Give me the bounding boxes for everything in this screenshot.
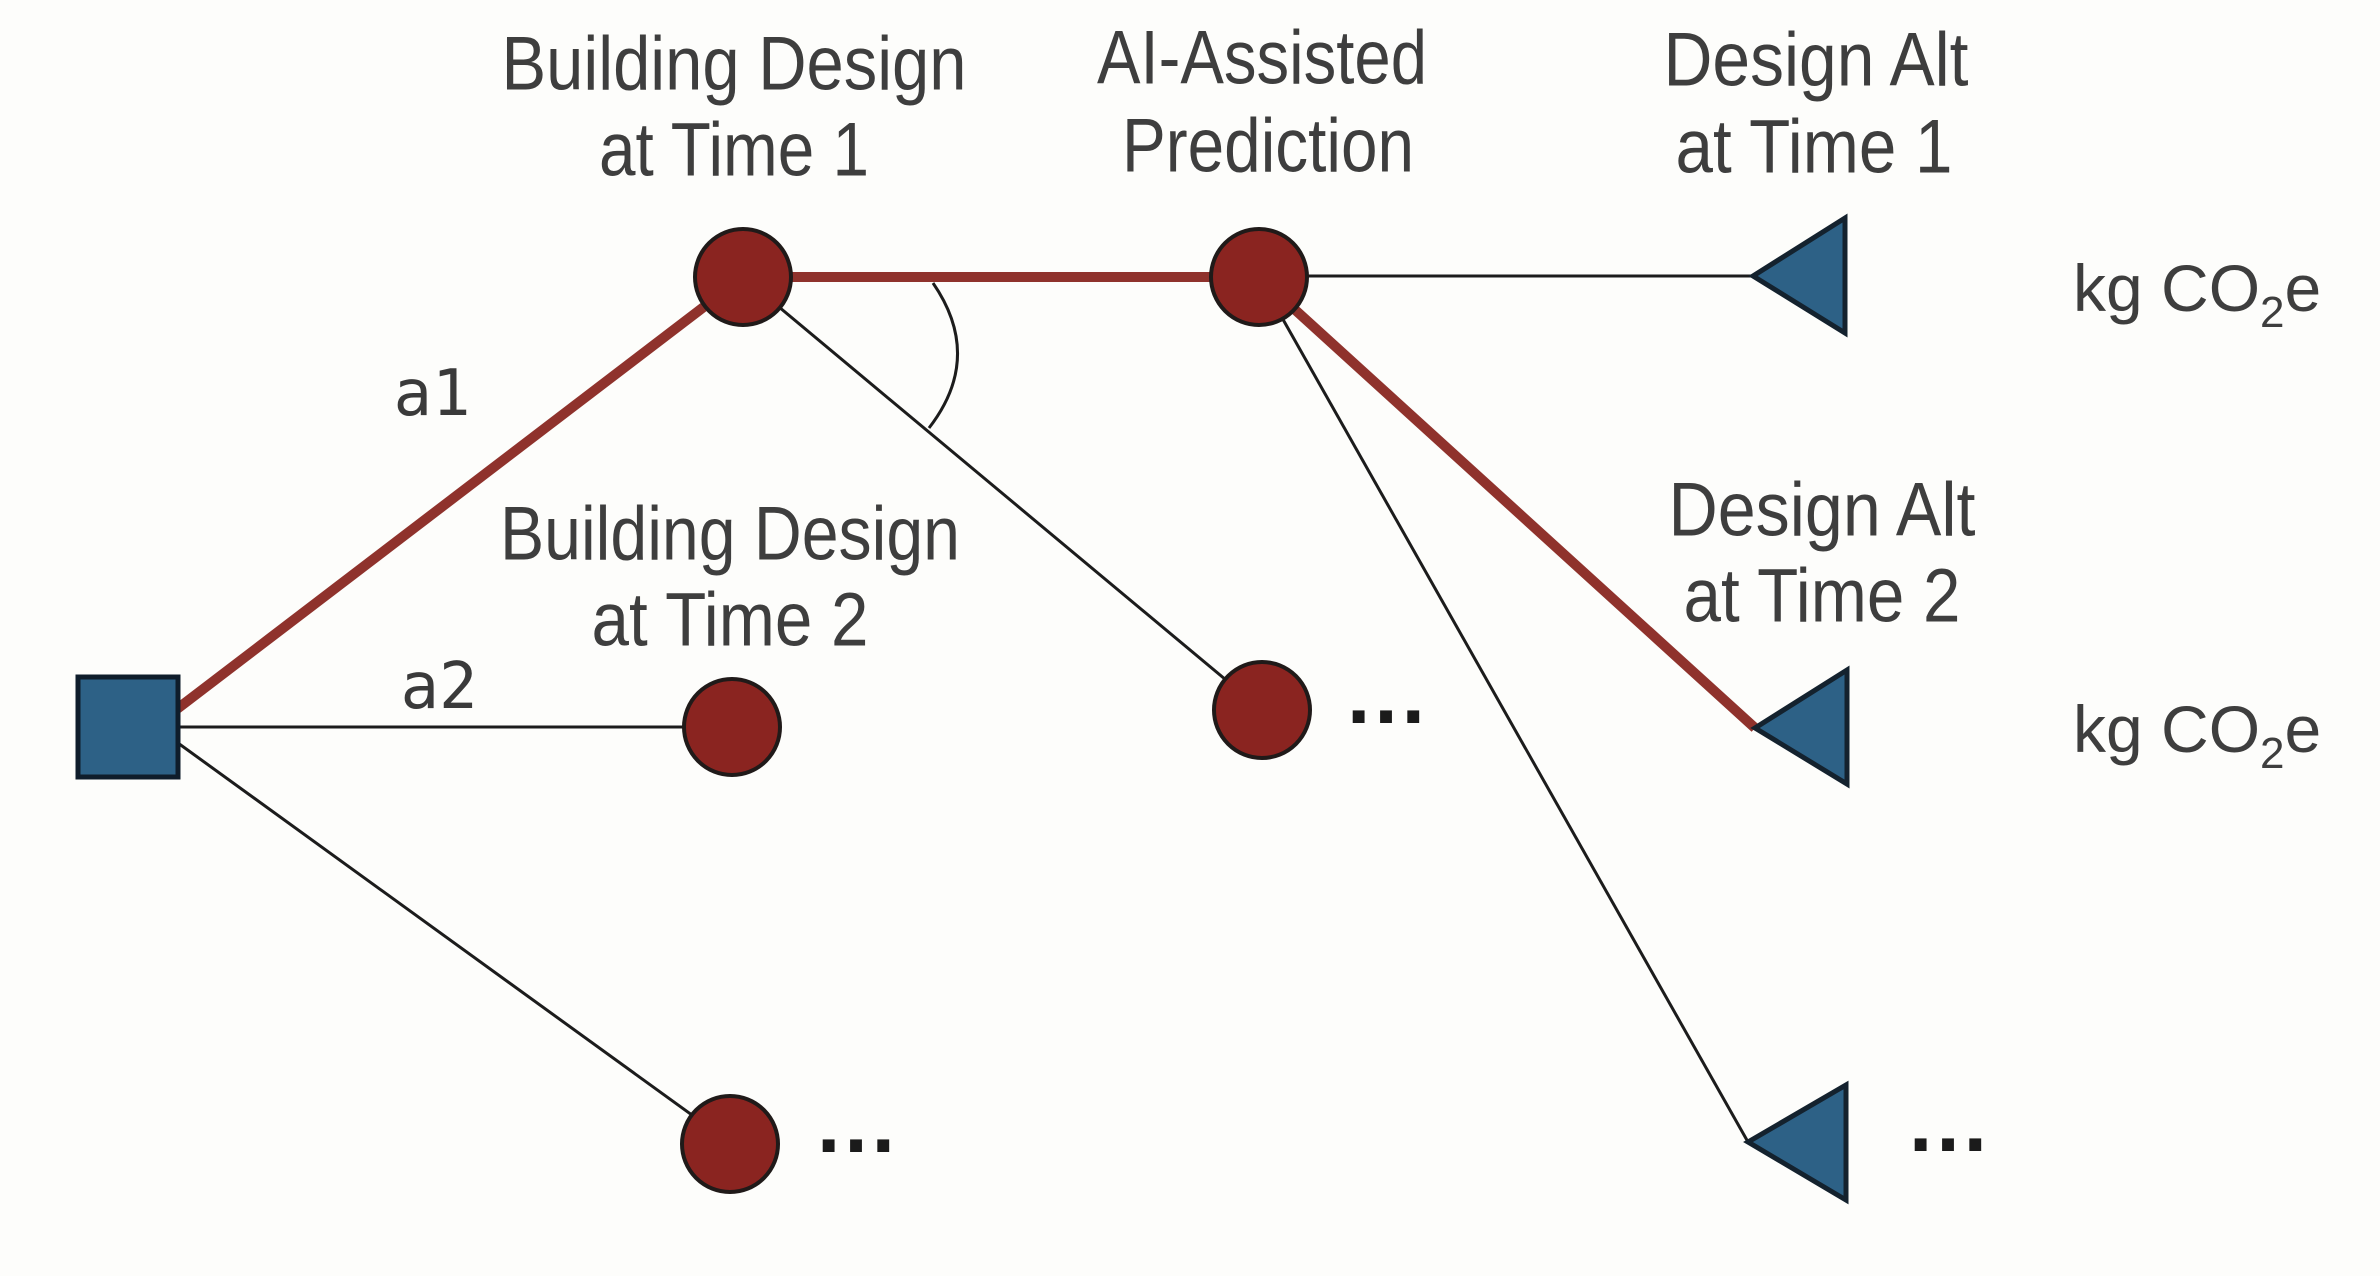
label-building-design-t1-line1: Building Design <box>502 22 967 107</box>
edge-prediction-to-design-alt-more <box>1257 276 1750 1143</box>
chance-node-building-design-t2 <box>682 677 782 777</box>
edge-decision-to-building-design-more <box>159 728 733 1146</box>
edges <box>156 272 1759 1146</box>
chance-node-building-design-t1 <box>693 227 793 327</box>
ellipsis-prediction-more: ... <box>1347 647 1429 741</box>
kgco2e-suffix: e <box>2285 251 2322 325</box>
kgco2e-prefix: kg CO <box>2073 251 2260 325</box>
chance-node-ai-prediction <box>1209 227 1309 327</box>
decision-node-square <box>75 674 181 780</box>
chance-node-building-design-more <box>680 1094 780 1194</box>
label-kgco2e-top: kg CO2e <box>2073 251 2321 337</box>
label-design-alt-t1-line2: at Time 1 <box>1676 105 1953 190</box>
label-building-design-t1-line2: at Time 1 <box>599 108 869 193</box>
label-kgco2e-bottom: kg CO2e <box>2073 692 2321 778</box>
chance-node-ai-prediction-more <box>1212 660 1312 760</box>
label-ai-prediction-line1: AI-Assisted <box>1097 16 1427 101</box>
label-action-a2: a2 <box>400 650 477 724</box>
edge-decision-to-building-design-t1-highlighted <box>156 273 747 726</box>
co2-subscript: 2 <box>2260 288 2284 337</box>
label-building-design-t2-line2: at Time 2 <box>592 578 869 663</box>
edge-prediction-to-design-alt-t2-highlighted <box>1255 273 1759 732</box>
label-design-alt-t2-line2: at Time 2 <box>1684 554 1961 639</box>
terminal-node-design-alt-more <box>1743 1080 1849 1205</box>
label-design-alt-t2-line1: Design Alt <box>1669 468 1976 553</box>
terminal-node-design-alt-t2 <box>1750 665 1850 789</box>
edge-building-design-t1-to-prediction-more <box>742 275 1263 712</box>
nodes <box>75 213 1850 1205</box>
ellipsis-building-design-more: ... <box>817 1076 899 1170</box>
kgco2e-suffix: e <box>2285 692 2322 766</box>
terminal-node-design-alt-t1 <box>1748 213 1848 338</box>
angle-arc <box>927 282 959 429</box>
label-building-design-t2-line1: Building Design <box>500 492 960 577</box>
label-action-a1: a1 <box>393 357 470 431</box>
ellipsis-design-alt-more: ... <box>1909 1075 1991 1169</box>
co2-subscript: 2 <box>2260 729 2284 778</box>
kgco2e-prefix: kg CO <box>2073 692 2260 766</box>
label-design-alt-t1-line1: Design Alt <box>1664 18 1969 103</box>
labels: Building Design at Time 1 AI-Assisted Pr… <box>393 16 2321 1171</box>
label-ai-prediction-line2: Prediction <box>1122 104 1414 189</box>
